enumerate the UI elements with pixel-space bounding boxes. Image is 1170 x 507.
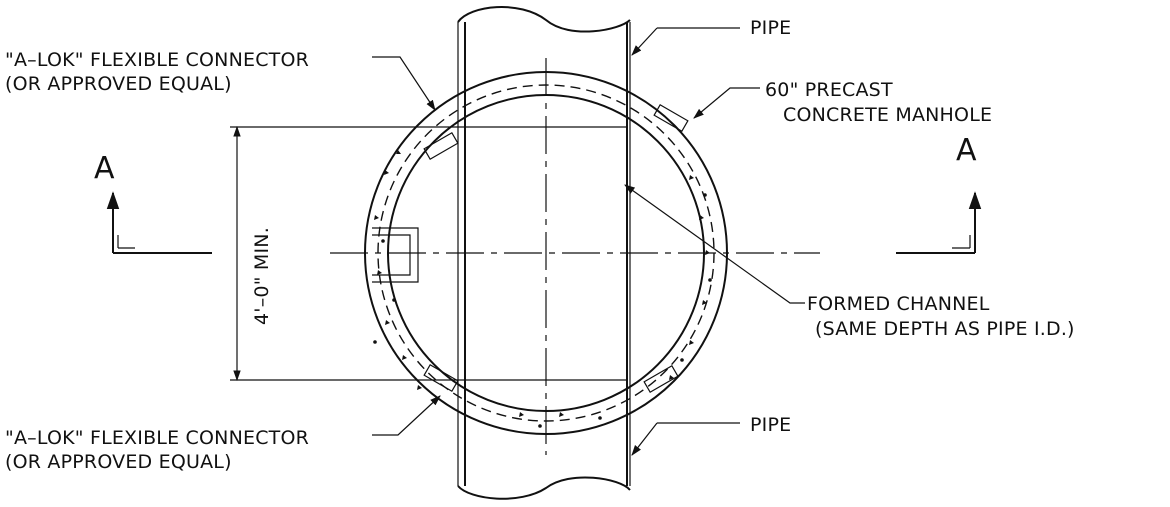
label-manhole-line1: 60" PRECAST	[765, 79, 893, 101]
dimension-label: 4'–0" MIN.	[251, 227, 273, 325]
label-pipe-bottom: PIPE	[750, 414, 791, 436]
annotations: PIPE "A–LOK" FLEXIBLE CONNECTOR (OR APPR…	[5, 17, 1075, 473]
label-manhole-line2: CONCRETE MANHOLE	[783, 104, 992, 126]
label-connector-bottom-line1: "A–LOK" FLEXIBLE CONNECTOR	[5, 427, 309, 449]
pipe	[457, 6, 631, 500]
section-label-right: A	[956, 133, 977, 168]
label-connector-top-line1: "A–LOK" FLEXIBLE CONNECTOR	[5, 49, 309, 71]
label-channel-line2: (SAME DEPTH AS PIPE I.D.)	[815, 318, 1075, 340]
label-connector-bottom-line2: (OR APPROVED EQUAL)	[5, 451, 232, 473]
label-connector-top-line2: (OR APPROVED EQUAL)	[5, 73, 232, 95]
concrete-hatching	[373, 150, 712, 428]
connector-boxes	[372, 103, 689, 394]
dimension-line: 4'–0" MIN.	[230, 125, 628, 382]
section-cut-left: A	[94, 151, 212, 254]
section-cut-right: A	[896, 133, 982, 254]
center-lines	[330, 58, 820, 455]
label-channel-line1: FORMED CHANNEL	[807, 293, 990, 315]
section-label-left: A	[94, 151, 115, 186]
leaders	[372, 27, 805, 456]
label-pipe-top: PIPE	[750, 17, 791, 39]
